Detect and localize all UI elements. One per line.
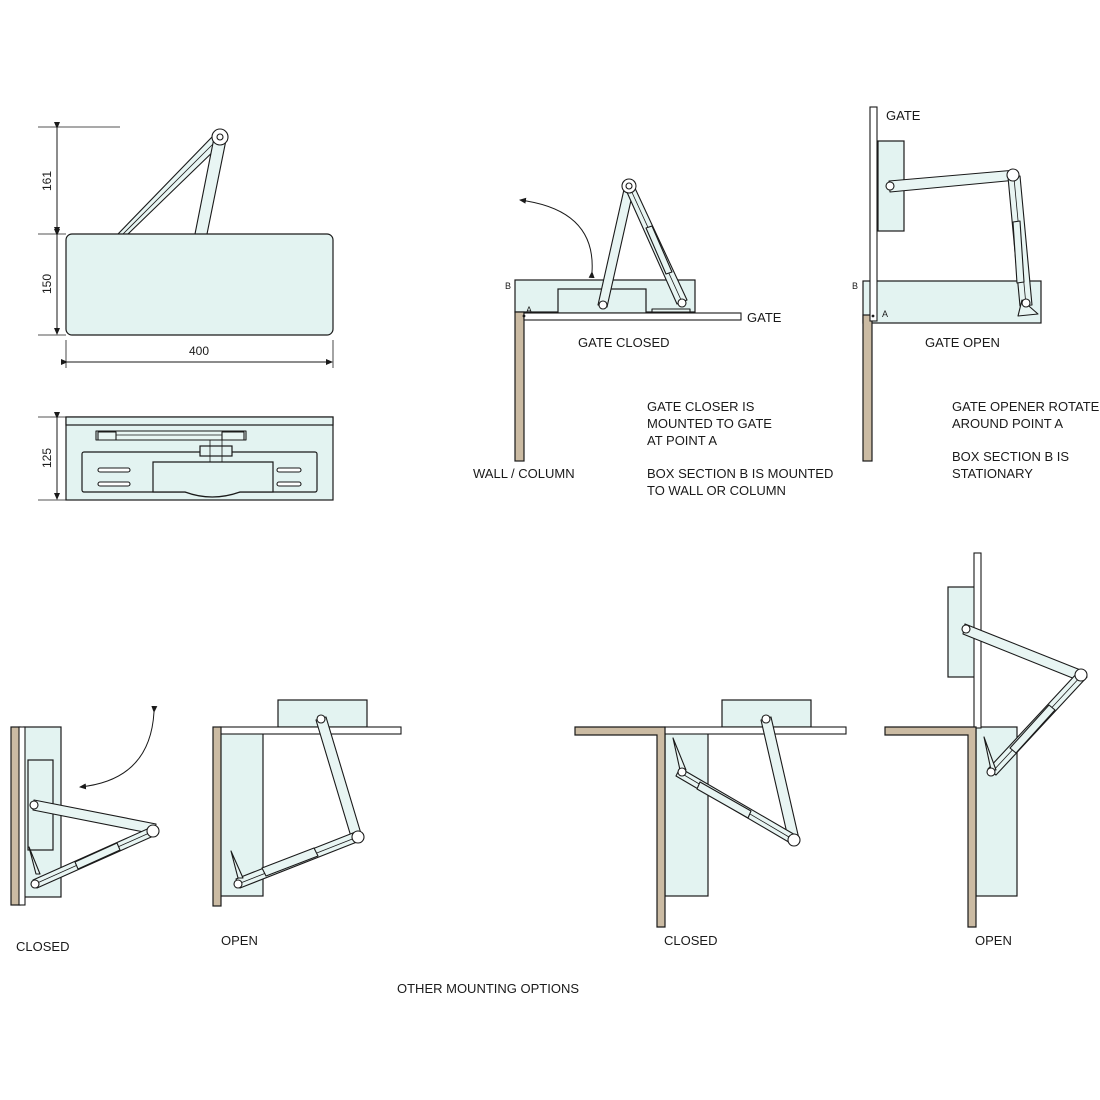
box-section-b	[862, 280, 1042, 324]
closed-caption-1: CLOSED	[16, 939, 69, 954]
dimension-arm-height: 161	[38, 122, 120, 235]
mounting-option-2-open: OPEN	[884, 552, 1088, 948]
open-caption-2: OPEN	[975, 933, 1012, 948]
top-view-arm	[117, 128, 229, 235]
wall-column	[862, 314, 873, 462]
gate-open-diagram: B A GATE GATE OPEN	[852, 106, 1042, 462]
wall-column	[212, 726, 222, 907]
note-opener-line-2: AROUND POINT A	[952, 416, 1063, 431]
dimension-body-height: 150	[38, 229, 66, 336]
note-opener-line-1: GATE OPENER ROTATES	[952, 399, 1100, 414]
dimension-body-width: 400	[61, 340, 334, 368]
point-a-label: A	[882, 309, 888, 319]
dim-150-label: 150	[40, 274, 54, 294]
mounting-option-1-closed: CLOSED	[10, 705, 160, 954]
point-b-label: B	[505, 281, 511, 291]
note-closer-line-1: GATE CLOSER IS	[647, 399, 755, 414]
gate-closer-notes: GATE CLOSER IS MOUNTED TO GATE AT POINT …	[647, 399, 833, 498]
note-opener-line-4: STATIONARY	[952, 466, 1033, 481]
gate-label-2: GATE	[886, 108, 921, 123]
mounting-option-2-closed: CLOSED	[574, 699, 847, 948]
gate-closed-caption: GATE CLOSED	[578, 335, 670, 350]
side-view: 125	[38, 412, 334, 501]
note-closer-line-5: TO WALL OR COLUMN	[647, 483, 786, 498]
note-opener-line-3: BOX SECTION B IS	[952, 449, 1069, 464]
closer-body-top	[65, 233, 334, 336]
dimension-side-height: 125	[38, 412, 66, 501]
point-b-label: B	[852, 281, 858, 291]
note-closer-line-2: MOUNTED TO GATE	[647, 416, 772, 431]
gate-leaf	[664, 726, 847, 735]
gate-label-1: GATE	[747, 310, 782, 325]
closed-caption-2: CLOSED	[664, 933, 717, 948]
gate-closed-diagram: B A GATE GATE CLOSED WALL / COLUMN	[473, 178, 782, 481]
other-mounting-options-title: OTHER MOUNTING OPTIONS	[397, 981, 579, 996]
wall-corner	[574, 726, 666, 928]
gate-opener-notes: GATE OPENER ROTATES AROUND POINT A BOX S…	[952, 399, 1100, 481]
top-view: 161 150 400	[38, 122, 334, 368]
open-caption-1: OPEN	[221, 933, 258, 948]
note-closer-line-3: AT POINT A	[647, 433, 717, 448]
note-closer-line-4: BOX SECTION B IS MOUNTED	[647, 466, 833, 481]
mounting-option-1-open: OPEN	[212, 699, 402, 948]
dim-125-label: 125	[40, 448, 54, 468]
wall-column	[514, 311, 525, 462]
gate-open-caption: GATE OPEN	[925, 335, 1000, 350]
gate-leaf	[523, 312, 742, 321]
gate-leaf	[219, 726, 402, 735]
wall-column-label: WALL / COLUMN	[473, 466, 575, 481]
point-a-label: A	[526, 305, 532, 315]
dim-161-label: 161	[40, 171, 54, 191]
gate-leaf	[869, 106, 878, 322]
dim-400-label: 400	[189, 344, 209, 358]
wall-corner	[884, 726, 977, 928]
